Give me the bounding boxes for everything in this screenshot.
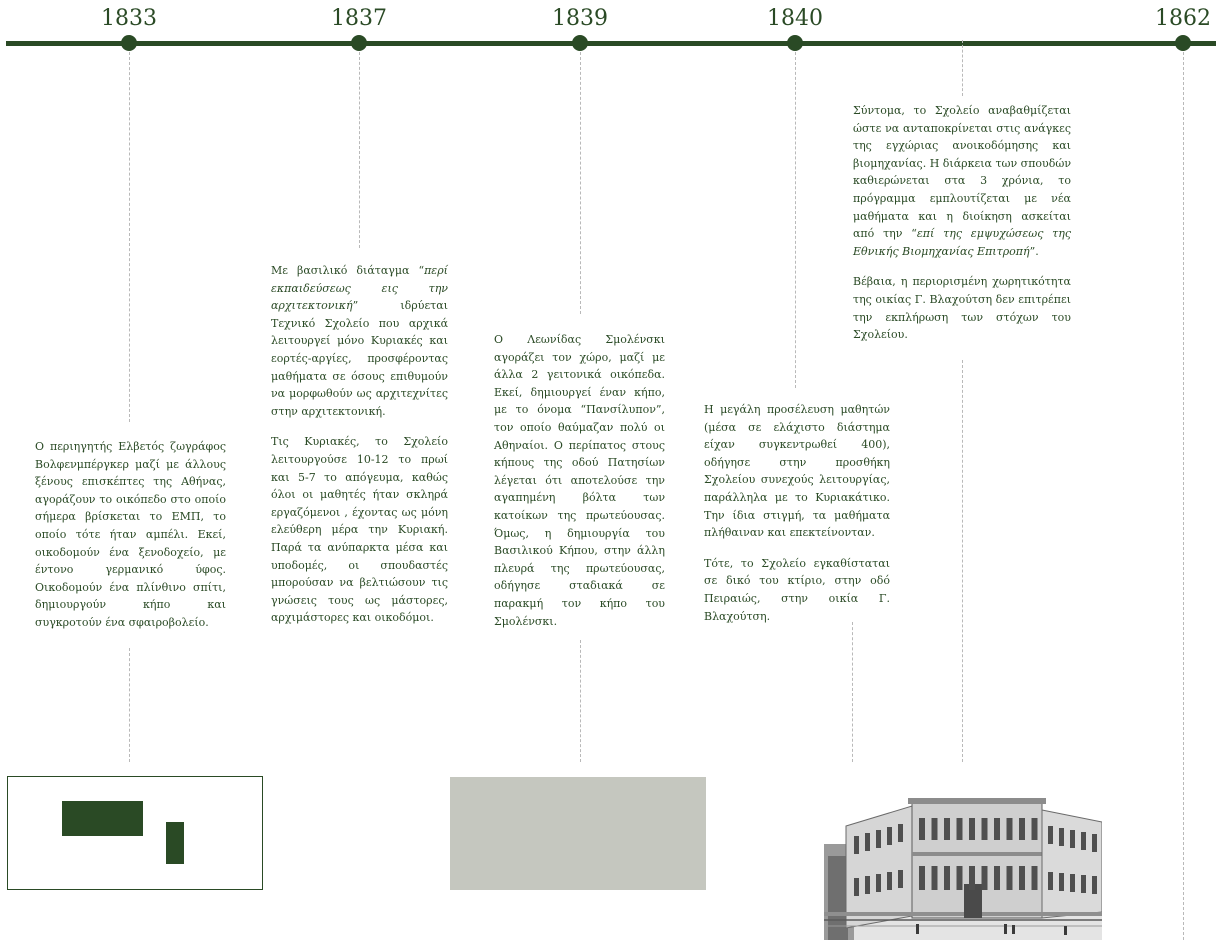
engraving-window <box>944 818 950 840</box>
entry-1837-text: Με βασιλικό διάταγμα “περί εκπαιδεύσεως … <box>271 262 448 627</box>
entry-1850-text: Σύντομα, το Σχολείο αναβαθμίζεται ώστε ν… <box>853 102 1071 344</box>
engraving-window <box>887 872 892 890</box>
engraving-window <box>956 818 963 840</box>
engraving-window <box>898 870 903 888</box>
engraving-window <box>1019 818 1025 840</box>
engraving-window <box>1092 834 1097 852</box>
engraving-window <box>898 824 903 842</box>
entry-1837-p1-start: Με βασιλικό διάταγμα “ <box>271 264 425 277</box>
engraving-window <box>969 866 975 890</box>
engraving-window <box>994 866 1000 890</box>
engraving-window <box>854 836 859 854</box>
entry-1850-paragraph-2: Βέβαια, η περιορισμένη χωρητικότητα της … <box>853 275 1071 342</box>
year-1862-label: 1862 <box>1155 6 1211 31</box>
connector-1850-bottom <box>962 360 963 762</box>
entry-1840-paragraph-2: Τότε, το Σχολείο εγκαθίσταται σε δικό το… <box>704 556 890 623</box>
engraving-window <box>887 827 892 845</box>
engraving-window <box>1048 872 1053 890</box>
engraving-window <box>956 866 963 890</box>
entry-1839-text: Ο Λεωνίδας Σμολένσκι αγοράζει τον χώρο, … <box>494 331 665 630</box>
engraving-window <box>876 874 881 892</box>
engraving-window <box>919 818 925 840</box>
engraving-window <box>1006 866 1013 890</box>
entry-1837-p1-end: ” ιδρύεται Τεχνικό Σχολείο που αρχικά λε… <box>271 299 448 418</box>
engraving-window <box>1059 828 1064 846</box>
timeline-marker-1833 <box>121 35 137 51</box>
engraving-window <box>876 830 881 848</box>
engraving-window <box>1019 866 1025 890</box>
timeline-axis <box>6 41 1216 46</box>
entry-1850-p1-end: ”. <box>1029 244 1039 258</box>
timeline-marker-1840 <box>787 35 803 51</box>
engraving-window <box>981 818 988 840</box>
entry-1837-paragraph-2: Τις Κυριακές, το Σχολείο λειτουργούσε 10… <box>271 435 448 625</box>
engraving-window <box>994 818 1000 840</box>
engraving-window <box>1031 818 1038 840</box>
timeline-marker-1862 <box>1175 35 1191 51</box>
connector-1839-bottom <box>580 640 581 762</box>
engraving-window <box>865 876 870 894</box>
site-plan-diagram <box>7 776 263 890</box>
engraving-window <box>969 818 975 840</box>
engraving-window <box>1070 874 1075 892</box>
timeline-marker-1839 <box>572 35 588 51</box>
engraving-window <box>1092 876 1097 894</box>
year-1837-label: 1837 <box>331 6 387 31</box>
connector-1833-bottom <box>129 648 130 762</box>
engraving-window <box>944 866 950 890</box>
timeline-marker-1837 <box>351 35 367 51</box>
engraving-window <box>865 833 870 851</box>
entry-1837-p1-italic: περί εκπαιδεύσεως εις την αρχιτεκτονική <box>271 264 448 313</box>
engraving-window <box>1059 873 1064 891</box>
entry-1850-paragraph-1: Σύντομα, το Σχολείο αναβαθμίζεται ώστε ν… <box>853 102 1071 260</box>
year-1840-label: 1840 <box>767 6 823 31</box>
connector-1850-top <box>962 40 963 96</box>
engraving-window <box>919 866 925 890</box>
entry-1840-paragraph-1: Η μεγάλη προσέλευση μαθητών (μέσα σε ελά… <box>704 403 890 540</box>
engraving-window <box>1070 830 1075 848</box>
year-1839-label: 1839 <box>552 6 608 31</box>
connector-1840-top <box>795 52 796 388</box>
connector-1833-top <box>129 52 130 422</box>
entry-1850-p1-italic: επί της εμψυχώσεως της Εθνικής Βιομηχανί… <box>853 227 1072 258</box>
connector-1837 <box>359 52 360 248</box>
engraving-window <box>1006 818 1013 840</box>
engraving-window <box>981 866 988 890</box>
entry-1839-paragraph: Ο Λεωνίδας Σμολένσκι αγοράζει τον χώρο, … <box>494 333 665 628</box>
connector-1862 <box>1183 52 1184 940</box>
connector-1839-top <box>580 52 581 314</box>
school-building-engraving <box>824 796 1102 940</box>
year-1833-label: 1833 <box>101 6 157 31</box>
engraving-window <box>854 878 859 896</box>
engraving-window <box>931 866 938 890</box>
entry-1837-paragraph-1: Με βασιλικό διάταγμα “περί εκπαιδεύσεως … <box>271 262 448 420</box>
engraving-window <box>1081 832 1086 850</box>
engraving-window <box>931 818 938 840</box>
connector-1840-bottom <box>852 622 853 762</box>
entry-1850-p1-start: Σύντομα, το Σχολείο αναβαθμίζεται ώστε ν… <box>853 104 1072 241</box>
entry-1840-text: Η μεγάλη προσέλευση μαθητών (μέσα σε ελά… <box>704 401 890 625</box>
entry-1833-paragraph: Ο περιηγητής Ελβετός ζωγράφος Βολφενμπέρ… <box>35 440 226 629</box>
engraving-window <box>1048 826 1053 844</box>
image-placeholder <box>450 777 706 890</box>
engraving-window <box>1031 866 1038 890</box>
engraving-window <box>1081 875 1086 893</box>
plan-building-house <box>166 822 184 864</box>
plan-building-hotel <box>62 801 143 836</box>
entry-1833-text: Ο περιηγητής Ελβετός ζωγράφος Βολφενμπέρ… <box>35 438 226 632</box>
